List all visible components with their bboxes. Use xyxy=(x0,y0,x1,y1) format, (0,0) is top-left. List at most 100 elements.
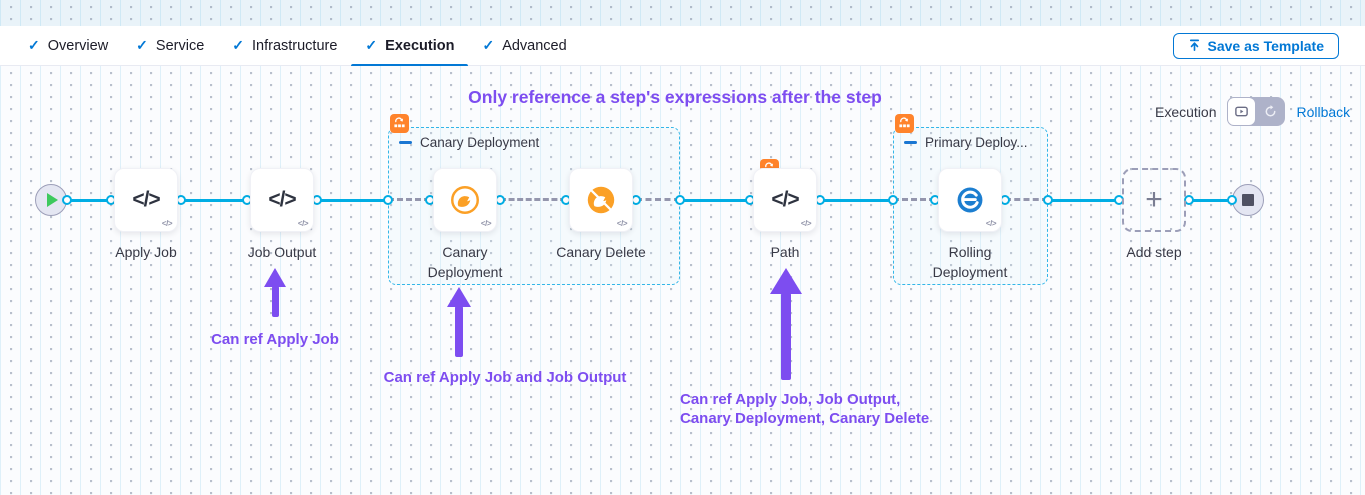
check-icon: ✓ xyxy=(482,37,495,53)
pipeline-canvas[interactable]: Only reference a step's expressions afte… xyxy=(0,66,1365,495)
annotation-arrow-icon xyxy=(770,268,802,294)
canary-icon xyxy=(451,186,479,214)
rolling-deployment-icon xyxy=(957,187,983,213)
check-icon: ✓ xyxy=(365,37,378,53)
rollback-steps-icon xyxy=(899,117,910,128)
code-step-icon: </> xyxy=(132,188,160,211)
execution-play-icon xyxy=(1235,106,1249,117)
rollback-toggle-button[interactable] xyxy=(1256,97,1285,126)
connector-line xyxy=(67,199,111,202)
tab-label: Advanced xyxy=(502,37,567,54)
connector-line xyxy=(680,199,750,202)
pipeline-end-node xyxy=(1232,184,1264,216)
connector-line-dashed xyxy=(500,198,566,201)
tab-advanced[interactable]: ✓ Advanced xyxy=(468,26,580,66)
plus-icon: + xyxy=(1145,183,1163,216)
code-chip-icon: </> xyxy=(161,219,173,228)
code-step-icon: </> xyxy=(771,188,799,211)
annotation-arrow-icon xyxy=(447,287,471,307)
step-node-job-output[interactable]: </> </> xyxy=(250,168,314,232)
code-chip-icon: </> xyxy=(985,219,997,228)
rollback-steps-badge xyxy=(390,114,409,133)
add-step-button[interactable]: + xyxy=(1122,168,1186,232)
rollback-arrow-icon xyxy=(1266,105,1276,117)
step-label-canary-delete[interactable]: Canary Delete xyxy=(556,244,646,260)
stage-tabbar: ✓ Overview ✓ Service ✓ Infrastructure ✓ … xyxy=(0,26,1365,67)
annotation-note-2: Can ref Apply Job and Job Output xyxy=(383,369,627,386)
annotation-note-3: Can ref Apply Job, Job Output, Canary De… xyxy=(680,390,929,428)
check-icon: ✓ xyxy=(232,37,244,53)
code-chip-icon: </> xyxy=(800,219,812,228)
annotation-title: Only reference a step's expressions afte… xyxy=(468,87,882,107)
tab-label: Overview xyxy=(47,37,109,54)
connector-point xyxy=(675,195,685,205)
code-step-icon: </> xyxy=(268,188,296,211)
step-node-apply-job[interactable]: </> </> xyxy=(114,168,178,232)
rollback-link[interactable]: Rollback xyxy=(1296,103,1351,120)
rollback-steps-badge xyxy=(895,114,914,133)
connector-point xyxy=(1043,195,1053,205)
connector-line xyxy=(1189,199,1232,202)
step-label-path[interactable]: Path xyxy=(770,244,800,260)
step-node-canary-delete[interactable]: </> xyxy=(569,168,633,232)
save-as-template-button[interactable]: Save as Template xyxy=(1172,32,1339,59)
code-chip-icon: </> xyxy=(297,219,309,228)
group-canary-header[interactable]: Canary Deployment xyxy=(399,135,539,150)
execution-toggle-button[interactable] xyxy=(1227,97,1257,126)
mode-toolbar: Execution Rollback xyxy=(1155,97,1350,126)
collapse-icon[interactable] xyxy=(399,141,412,144)
connector-line-dashed xyxy=(636,198,680,201)
connector-line xyxy=(1048,199,1119,202)
step-label-job-output[interactable]: Job Output xyxy=(247,244,317,260)
connector-line xyxy=(820,199,893,202)
connector-line-dashed xyxy=(388,198,430,201)
annotation-note-1: Can ref Apply Job xyxy=(211,331,339,348)
connector-line xyxy=(181,199,247,202)
group-label[interactable]: Primary Deploy... xyxy=(925,135,1028,150)
code-chip-icon: </> xyxy=(480,219,492,228)
group-label[interactable]: Canary Deployment xyxy=(420,135,540,150)
annotation-note-3-line2: Canary Deployment, Canary Delete xyxy=(680,410,930,427)
group-primary-header[interactable]: Primary Deploy... xyxy=(904,135,1028,150)
annotation-arrow-shaft xyxy=(455,306,463,357)
execution-mode-label: Execution xyxy=(1155,103,1217,120)
step-node-rolling-deployment[interactable]: </> xyxy=(938,168,1002,232)
step-label-canary-deployment[interactable]: Canary Deployment xyxy=(427,244,503,280)
annotation-arrow-icon xyxy=(264,268,286,287)
stop-icon xyxy=(1242,194,1254,206)
code-chip-icon: </> xyxy=(616,219,628,228)
rollback-steps-icon xyxy=(394,117,405,128)
step-label-apply-job[interactable]: Apply Job xyxy=(115,244,177,260)
upload-template-icon xyxy=(1189,39,1199,51)
step-node-canary-deployment[interactable]: </> xyxy=(433,168,497,232)
play-icon xyxy=(47,193,58,207)
check-icon: ✓ xyxy=(136,37,148,53)
annotation-note-3-line1: Can ref Apply Job, Job Output, xyxy=(680,391,901,408)
step-label-rolling-deployment[interactable]: Rolling Deployment xyxy=(932,244,1008,280)
connector-point xyxy=(383,195,393,205)
tab-infrastructure[interactable]: ✓ Infrastructure xyxy=(218,26,351,66)
connector-point xyxy=(888,195,898,205)
canary-delete-icon xyxy=(587,186,615,214)
step-node-path[interactable]: </> </> xyxy=(753,168,817,232)
connector-line xyxy=(317,199,388,202)
tab-label: Execution xyxy=(385,37,455,54)
tab-service[interactable]: ✓ Service xyxy=(122,26,218,66)
connector-point xyxy=(62,195,72,205)
connector-line-dashed xyxy=(1005,198,1048,201)
collapse-icon[interactable] xyxy=(904,141,917,144)
save-as-template-label: Save as Template xyxy=(1207,37,1324,54)
tab-execution[interactable]: ✓ Execution xyxy=(351,26,469,67)
check-icon: ✓ xyxy=(28,37,40,53)
execution-rollback-toggle[interactable] xyxy=(1227,97,1286,126)
connector-line-dashed xyxy=(893,198,935,201)
connector-point xyxy=(1227,195,1237,205)
tab-label: Service xyxy=(155,37,205,54)
annotation-arrow-shaft xyxy=(272,286,279,317)
add-step-label[interactable]: Add step xyxy=(1126,244,1182,260)
top-canvas-strip xyxy=(0,0,1365,26)
annotation-arrow-shaft xyxy=(781,293,791,380)
tab-overview[interactable]: ✓ Overview xyxy=(14,26,122,66)
tab-label: Infrastructure xyxy=(252,37,338,54)
pipeline-start-node xyxy=(35,184,67,216)
